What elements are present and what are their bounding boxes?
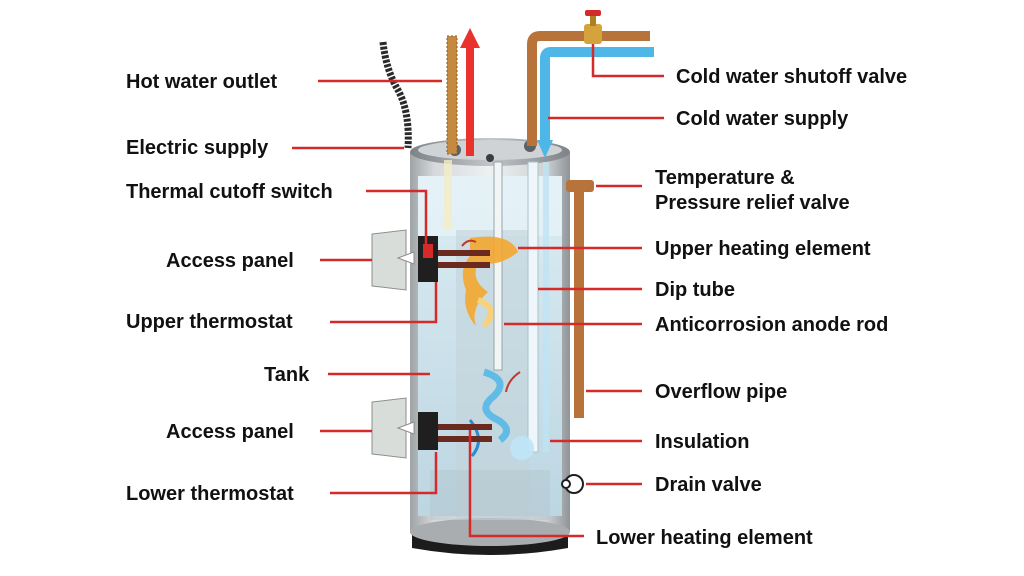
label-thermal-cutoff-switch: Thermal cutoff switch: [126, 181, 333, 203]
label-tank: Tank: [264, 364, 310, 386]
label-cold-water-shutoff-valve: Cold water shutoff valve: [676, 66, 907, 88]
label-upper-heating-element: Upper heating element: [655, 238, 871, 260]
label-temp-pressure-line1: Temperature &: [655, 167, 795, 189]
label-anticorrosion-anode-rod: Anticorrosion anode rod: [655, 314, 888, 336]
label-insulation: Insulation: [655, 431, 749, 453]
label-hot-water-outlet: Hot water outlet: [126, 71, 277, 93]
cold-water-pipes: [527, 10, 654, 453]
cold-water-flow: [540, 47, 654, 146]
hot-flow-arrow-head: [460, 28, 480, 48]
drain-valve-icon: [561, 474, 584, 494]
upper-thermostat-shape: [418, 236, 438, 282]
hot-water-outlet-pipe: [444, 28, 480, 230]
electric-cable: [379, 41, 412, 149]
label-lower-thermostat: Lower thermostat: [126, 483, 294, 505]
tp-relief-valve: [566, 180, 594, 418]
leader-lines: [292, 44, 664, 538]
label-dip-tube: Dip tube: [655, 279, 735, 301]
anode-rod-shape: [493, 161, 503, 371]
label-access-panel-lower: Access panel: [166, 421, 294, 443]
label-overflow-pipe: Overflow pipe: [655, 381, 787, 403]
dip-tube-shape: [527, 161, 539, 453]
upper-access-panel: [371, 229, 490, 291]
label-upper-thermostat: Upper thermostat: [126, 311, 293, 333]
shutoff-valve-icon: [584, 10, 602, 44]
label-electric-supply: Electric supply: [126, 137, 269, 159]
overflow-pipe-shape: [574, 192, 584, 418]
hot-flow-arrow-shaft: [466, 46, 474, 156]
label-cold-water-supply: Cold water supply: [676, 108, 849, 130]
label-access-panel-upper: Access panel: [166, 250, 294, 272]
label-lower-heating-element: Lower heating element: [596, 527, 813, 549]
label-temp-pressure-line2: Pressure relief valve: [655, 192, 850, 214]
label-drain-valve: Drain valve: [655, 474, 762, 496]
lower-access-panel: [371, 397, 492, 459]
lower-thermostat-shape: [418, 412, 438, 450]
